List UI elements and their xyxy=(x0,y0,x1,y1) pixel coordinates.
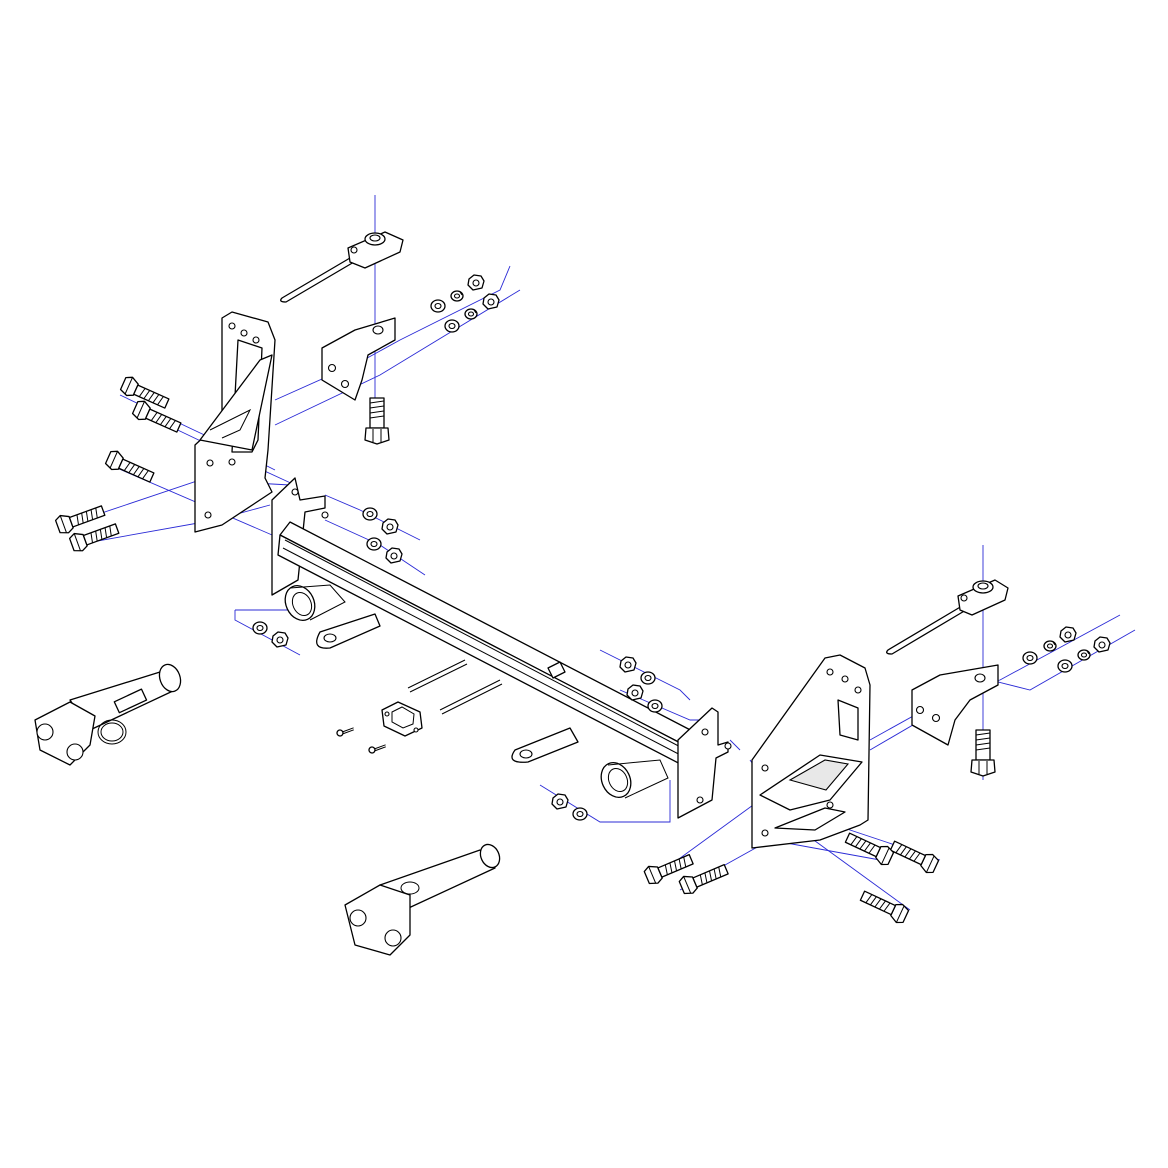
bolt xyxy=(103,448,157,487)
bolt xyxy=(857,886,911,926)
left-mounting-plate xyxy=(194,311,276,533)
right-angle-bracket xyxy=(911,664,999,746)
bolt xyxy=(842,828,896,868)
wiring-bracket xyxy=(381,701,423,737)
left-vertical-bolt xyxy=(364,397,390,445)
screw xyxy=(368,744,387,754)
centerlines xyxy=(59,195,1136,911)
left-angle-bracket xyxy=(321,317,396,401)
right-receiver-pin-clip xyxy=(886,579,1009,655)
cross-tube xyxy=(271,477,732,819)
left-tow-bar-pin xyxy=(34,663,182,766)
right-mounting-plate xyxy=(751,654,871,849)
bolt xyxy=(887,836,941,876)
right-vertical-bolt xyxy=(970,729,996,777)
left-receiver-pin-clip xyxy=(280,231,404,303)
right-upper-hardware xyxy=(1022,626,1111,673)
right-tow-bar-pin xyxy=(344,843,501,956)
screw xyxy=(336,727,355,737)
